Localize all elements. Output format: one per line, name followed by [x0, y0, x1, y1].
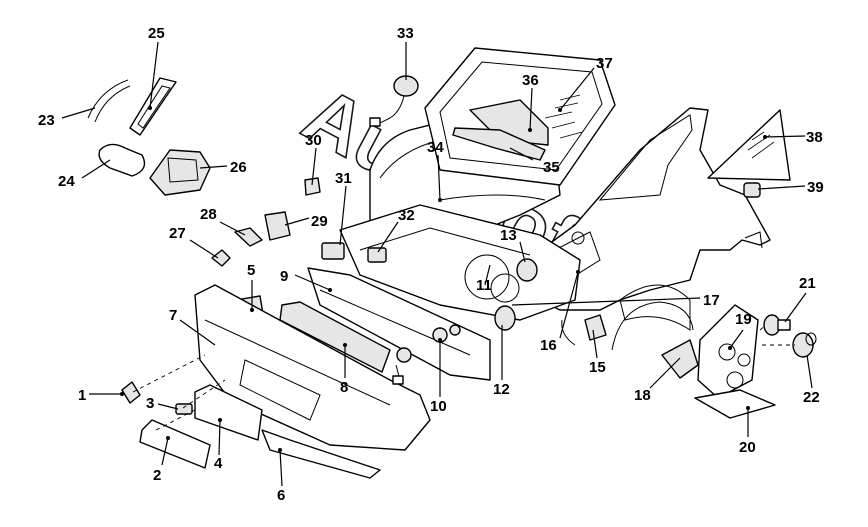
callout-28: 28 [200, 206, 217, 223]
bracket-30 [304, 177, 321, 196]
leader-dots [120, 106, 767, 452]
callout-6: 6 [277, 487, 285, 504]
callout-12: 12 [493, 381, 510, 398]
callout-labels: 1 2 3 4 5 6 7 8 9 10 11 12 13 15 16 17 1… [38, 25, 824, 504]
callout-36: 36 [522, 72, 539, 89]
assembly-guides [132, 324, 795, 431]
callout-15: 15 [589, 359, 606, 376]
washer-sensor [369, 75, 419, 127]
callout-8: 8 [340, 379, 348, 396]
reservoir-24 [98, 143, 146, 177]
clip-39 [743, 182, 761, 198]
callout-3: 3 [146, 395, 154, 412]
absorber-8 [279, 301, 391, 373]
callout-4: 4 [214, 455, 223, 472]
callout-34: 34 [427, 139, 444, 156]
callout-22: 22 [803, 389, 820, 406]
clip-32 [367, 247, 387, 263]
spoiler-6 [261, 429, 381, 479]
callout-18: 18 [634, 387, 651, 404]
gasket-25 [129, 77, 177, 136]
callout-17: 17 [703, 292, 720, 309]
bracket-29 [264, 211, 291, 241]
plate-holder-4 [194, 384, 263, 441]
callout-37: 37 [596, 55, 613, 72]
callout-24: 24 [58, 173, 75, 190]
callout-39: 39 [807, 179, 824, 196]
callout-16: 16 [540, 337, 557, 354]
callout-10: 10 [430, 398, 447, 415]
quarter-glass [707, 109, 791, 181]
wheel-arch-17 [611, 301, 694, 351]
car-body [529, 107, 771, 331]
callout-1: 1 [78, 387, 86, 404]
callout-35: 35 [543, 159, 560, 176]
callout-38: 38 [806, 129, 823, 146]
tail-lamp [697, 304, 759, 399]
callout-26: 26 [230, 159, 247, 176]
callout-33: 33 [397, 25, 414, 42]
callout-29: 29 [311, 213, 328, 230]
fog-lamp-13 [516, 258, 538, 282]
callout-25: 25 [148, 25, 165, 42]
callout-32: 32 [398, 207, 415, 224]
seal-16 [561, 319, 576, 346]
clip-15 [584, 314, 607, 341]
callout-27: 27 [169, 225, 186, 242]
clip-1 [121, 381, 141, 404]
bulb-holder-21 [763, 314, 791, 336]
trim-strip [452, 127, 546, 161]
fog-lamp-12 [494, 305, 516, 331]
lamp-gasket-20 [694, 389, 776, 419]
callout-13: 13 [500, 227, 517, 244]
callout-21: 21 [799, 275, 816, 292]
clip-3 [175, 403, 193, 415]
front-body-block [339, 204, 581, 321]
callout-31: 31 [335, 170, 352, 187]
callout-9: 9 [280, 268, 288, 285]
bracket-28 [234, 227, 263, 247]
leader-lines [61, 41, 813, 487]
hood-latch [432, 324, 461, 343]
callout-7: 7 [169, 307, 177, 324]
bracket-18 [661, 339, 699, 379]
callout-2: 2 [153, 467, 161, 484]
callout-11: 11 [476, 277, 492, 294]
callout-20: 20 [739, 439, 756, 456]
plate-2 [139, 419, 211, 469]
bracket-27 [211, 249, 231, 267]
callout-19: 19 [735, 311, 752, 328]
clip-31 [321, 242, 345, 260]
callout-23: 23 [38, 112, 55, 129]
lock-cylinder [392, 347, 412, 385]
callout-30: 30 [305, 132, 322, 149]
hose-23 [87, 79, 131, 123]
callout-5: 5 [247, 262, 255, 279]
bulb-holder-22 [792, 332, 817, 358]
box-26 [149, 149, 211, 196]
